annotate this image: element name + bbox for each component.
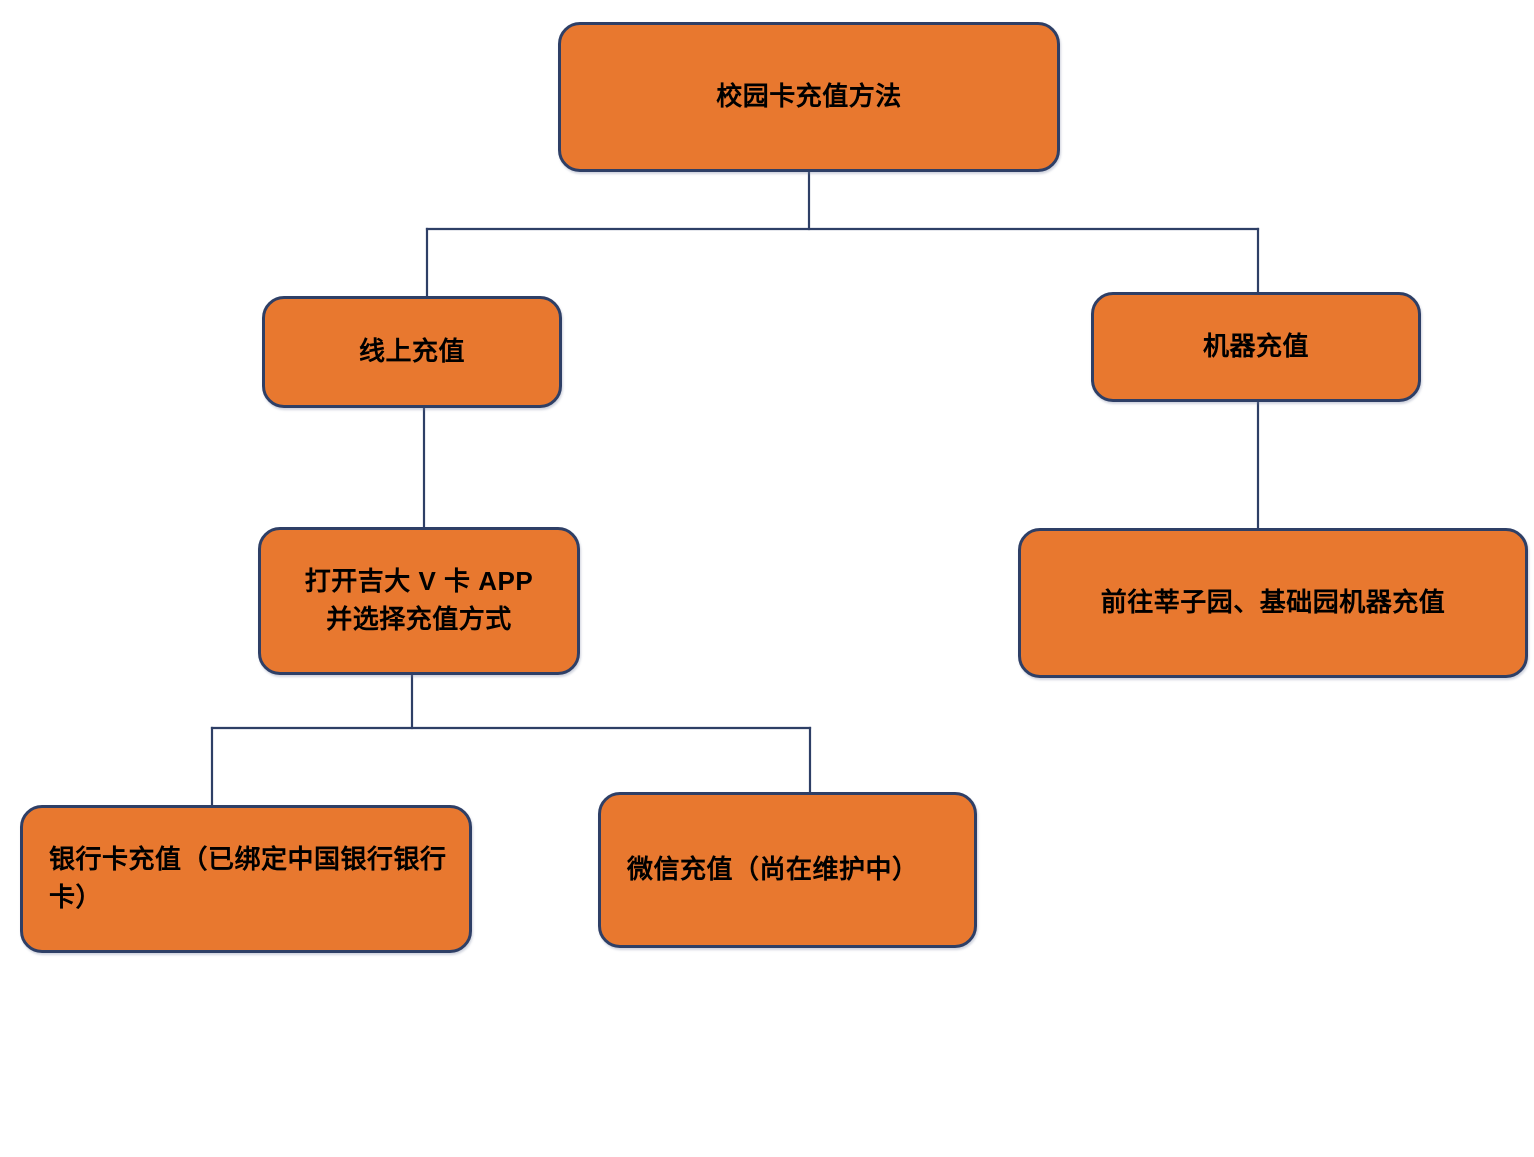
node-open-app[interactable]: 打开吉大 V 卡 APP 并选择充值方式 xyxy=(258,527,580,675)
node-wechat-recharge[interactable]: 微信充值（尚在维护中） xyxy=(598,792,977,948)
node-root[interactable]: 校园卡充值方法 xyxy=(558,22,1060,172)
node-bank-card-recharge-label: 银行卡充值（已绑定中国银行银行卡） xyxy=(49,844,447,912)
node-machine-recharge-label: 机器充值 xyxy=(1202,331,1309,362)
node-machine-recharge[interactable]: 机器充值 xyxy=(1091,292,1421,402)
node-open-app-label: 打开吉大 V 卡 APP 并选择充值方式 xyxy=(304,566,534,634)
node-bank-card-recharge[interactable]: 银行卡充值（已绑定中国银行银行卡） xyxy=(20,805,472,953)
node-online-recharge-label: 线上充值 xyxy=(358,336,465,367)
node-goto-machine-location-label: 前往莘子园、基础园机器充值 xyxy=(1100,587,1446,618)
node-root-label: 校园卡充值方法 xyxy=(716,81,902,112)
node-goto-machine-location[interactable]: 前往莘子园、基础园机器充值 xyxy=(1018,528,1528,678)
node-online-recharge[interactable]: 线上充值 xyxy=(262,296,562,408)
node-wechat-recharge-label: 微信充值（尚在维护中） xyxy=(627,854,919,885)
